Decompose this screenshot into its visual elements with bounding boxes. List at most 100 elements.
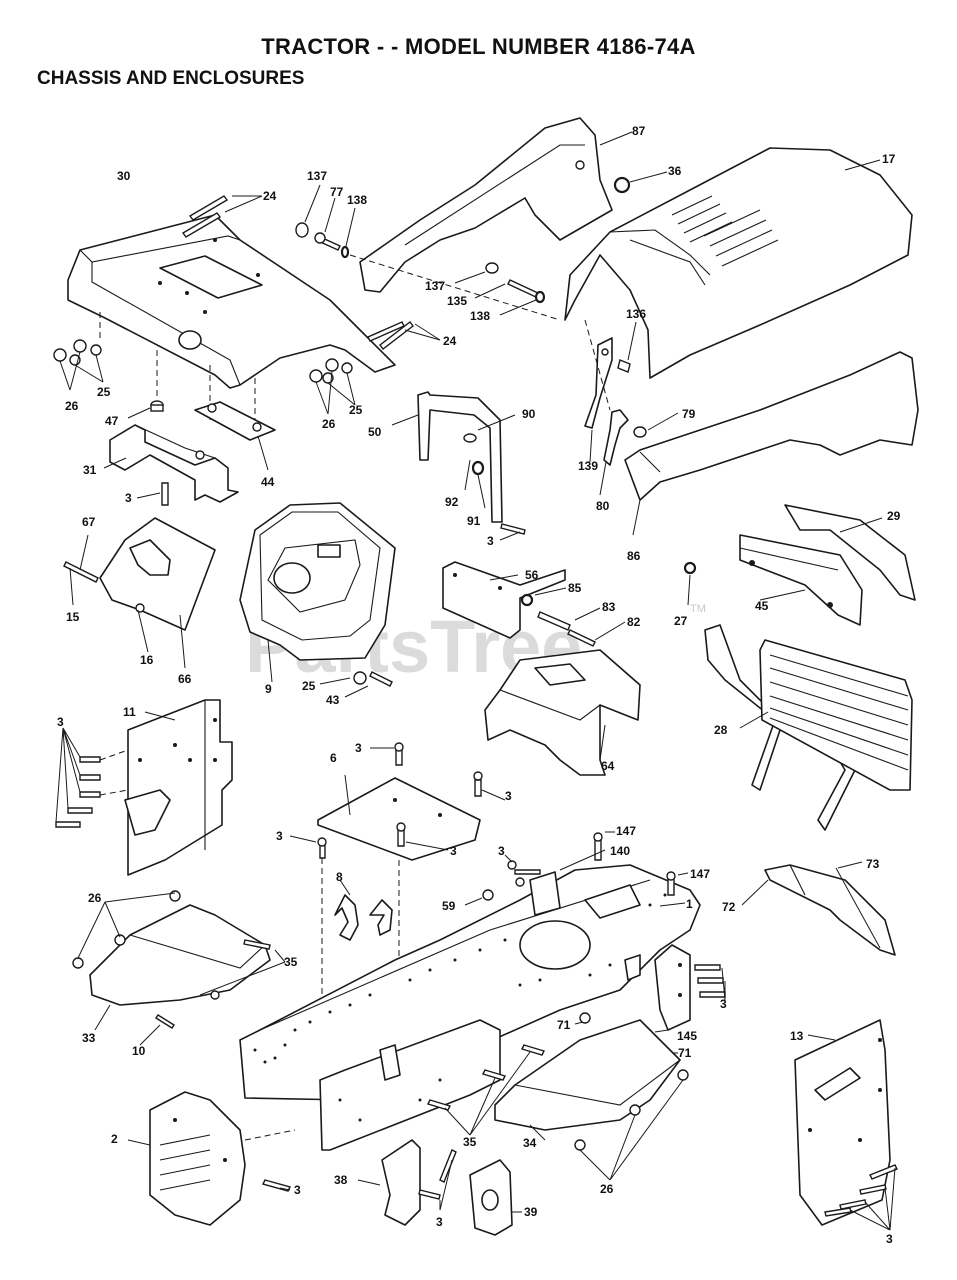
diagram-title: TRACTOR - - MODEL NUMBER 4186-74A — [261, 34, 696, 59]
label-139: 139 — [578, 459, 598, 473]
label-47: 47 — [105, 414, 119, 428]
label-82: 82 — [627, 615, 641, 629]
label-3f: 3 — [505, 789, 512, 803]
label-3j: 3 — [294, 1183, 301, 1197]
label-87: 87 — [632, 124, 646, 138]
label-77: 77 — [330, 185, 344, 199]
part-47-44-31-brackets — [103, 400, 276, 506]
label-91: 91 — [467, 514, 481, 528]
label-17: 17 — [882, 152, 896, 166]
label-50: 50 — [368, 425, 382, 439]
part-28-grille — [704, 624, 913, 831]
label-25: 25 — [97, 385, 111, 399]
part-66-shield — [63, 517, 216, 669]
label-3a: 3 — [125, 491, 132, 505]
label-90: 90 — [522, 407, 536, 421]
callout-labels: 30 24 137 77 138 87 36 17 137 135 138 13… — [57, 124, 901, 1246]
label-6: 6 — [330, 751, 337, 765]
part-26-25-hardware-left — [53, 339, 356, 415]
label-13: 13 — [790, 1029, 804, 1043]
label-135: 135 — [447, 294, 467, 308]
label-3e: 3 — [276, 829, 283, 843]
label-26c: 26 — [88, 891, 102, 905]
label-147: 147 — [616, 824, 636, 838]
label-26d: 26 — [600, 1182, 614, 1196]
label-16: 16 — [140, 653, 154, 667]
label-3b: 3 — [487, 534, 494, 548]
part-9-console — [239, 502, 396, 698]
label-15: 15 — [66, 610, 80, 624]
part-2-front-plate — [127, 1091, 296, 1226]
label-86: 86 — [627, 549, 641, 563]
label-3h: 3 — [498, 844, 505, 858]
hood-vents — [671, 195, 779, 267]
label-83: 83 — [602, 600, 616, 614]
part-50-bracket — [391, 391, 526, 541]
label-136: 136 — [626, 307, 646, 321]
part-72-bracket — [741, 861, 896, 956]
part-17-hood — [564, 147, 913, 379]
label-28: 28 — [714, 723, 728, 737]
part-86-grille-panel — [624, 351, 919, 536]
watermark-tm: TM — [690, 603, 706, 615]
label-30: 30 — [117, 169, 131, 183]
label-44: 44 — [261, 475, 275, 489]
label-80: 80 — [596, 499, 610, 513]
part-6-plate — [289, 742, 506, 1010]
label-140: 140 — [610, 844, 630, 858]
label-34: 34 — [523, 1136, 537, 1150]
label-145: 145 — [677, 1029, 697, 1043]
label-27: 27 — [674, 614, 688, 628]
section-title: CHASSIS AND ENCLOSURES — [37, 68, 305, 89]
label-26: 26 — [65, 399, 79, 413]
label-25c: 25 — [302, 679, 316, 693]
label-24b: 24 — [443, 334, 457, 348]
label-36: 36 — [668, 164, 682, 178]
label-8: 8 — [336, 870, 343, 884]
label-26b: 26 — [322, 417, 336, 431]
label-45: 45 — [755, 599, 769, 613]
part-137-77-138-hardware — [295, 184, 561, 321]
part-140-bracket — [464, 831, 689, 916]
label-2: 2 — [111, 1132, 118, 1146]
label-38: 38 — [334, 1173, 348, 1187]
part-1-frame — [239, 864, 701, 1151]
part-64-plate — [484, 649, 641, 776]
part-29-45-crossmember — [683, 504, 916, 626]
label-43: 43 — [326, 693, 340, 707]
label-64: 64 — [601, 759, 615, 773]
part-87-side-panel — [359, 117, 633, 293]
label-138: 138 — [347, 193, 367, 207]
part-13-side-plate — [794, 1019, 898, 1231]
part-56-panel — [442, 561, 626, 647]
label-72: 72 — [722, 900, 736, 914]
part-139-80-brackets — [584, 319, 679, 496]
label-66: 66 — [178, 672, 192, 686]
label-11: 11 — [123, 705, 136, 719]
part-38-39-brackets — [357, 1139, 522, 1236]
label-92: 92 — [445, 495, 459, 509]
label-3i: 3 — [720, 997, 727, 1011]
label-3l: 3 — [886, 1232, 893, 1246]
label-147b: 147 — [690, 867, 710, 881]
part-8-clips — [334, 879, 393, 941]
label-3g: 3 — [450, 844, 457, 858]
label-71b: 71 — [678, 1046, 692, 1060]
label-138b: 138 — [470, 309, 490, 323]
label-10: 10 — [132, 1044, 146, 1058]
part-33-battery-tray — [72, 890, 286, 1046]
label-1: 1 — [686, 897, 693, 911]
label-39: 39 — [524, 1205, 538, 1219]
label-9: 9 — [265, 682, 272, 696]
label-71: 71 — [557, 1018, 571, 1032]
label-33: 33 — [82, 1031, 96, 1045]
label-3c: 3 — [57, 715, 64, 729]
label-29: 29 — [887, 509, 901, 523]
label-31: 31 — [83, 463, 97, 477]
label-24: 24 — [263, 189, 277, 203]
label-137b: 137 — [425, 279, 445, 293]
label-137: 137 — [307, 169, 327, 183]
label-3d: 3 — [355, 741, 362, 755]
